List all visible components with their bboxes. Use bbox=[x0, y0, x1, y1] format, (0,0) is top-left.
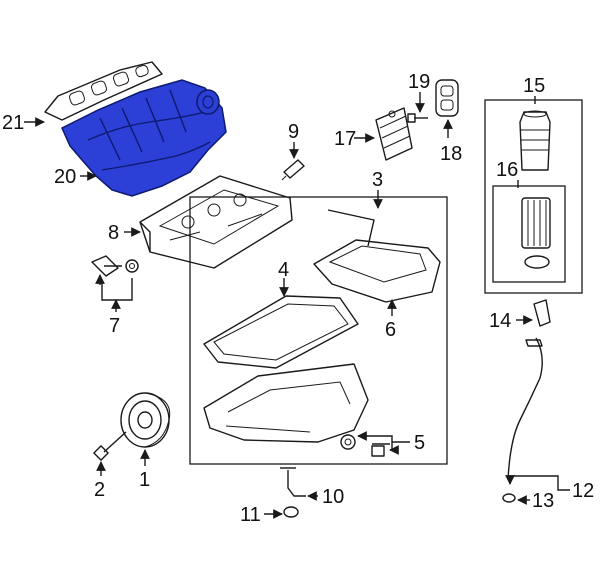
dipstick-handle[interactable] bbox=[533, 299, 551, 327]
callout-9: 9 bbox=[288, 121, 299, 143]
callout-15: 15 bbox=[523, 75, 545, 97]
callout-8: 8 bbox=[108, 222, 119, 244]
callout-17: 17 bbox=[334, 128, 356, 150]
callout-12: 12 bbox=[572, 480, 594, 502]
callout-14: 14 bbox=[489, 310, 511, 332]
control-module[interactable] bbox=[375, 107, 413, 161]
oil-filter-element[interactable] bbox=[521, 197, 551, 269]
intake-manifold-gasket[interactable] bbox=[44, 61, 163, 121]
callout-5: 5 bbox=[414, 432, 425, 454]
dipstick-tube[interactable] bbox=[507, 337, 543, 481]
callout-2: 2 bbox=[94, 479, 105, 501]
gasket-18[interactable] bbox=[435, 79, 459, 117]
callout-21: 21 bbox=[2, 112, 24, 134]
drain-plug-seal[interactable] bbox=[340, 434, 390, 457]
callout-16: 16 bbox=[496, 159, 518, 181]
pulley-bolt[interactable] bbox=[93, 431, 127, 461]
oil-pickup-tube[interactable] bbox=[280, 467, 306, 497]
callout-18: 18 bbox=[440, 143, 462, 165]
oil-pan-gasket[interactable] bbox=[203, 295, 359, 369]
oil-filter-housing[interactable] bbox=[519, 110, 551, 171]
intake-manifold[interactable] bbox=[61, 79, 227, 197]
oil-filter-group-frame bbox=[484, 99, 583, 294]
callout-6: 6 bbox=[385, 319, 396, 341]
callout-7: 7 bbox=[109, 315, 120, 337]
sensor-assembly[interactable] bbox=[91, 255, 139, 277]
callout-20: 20 bbox=[54, 166, 76, 188]
oil-pan-lower[interactable] bbox=[203, 363, 369, 443]
callout-4: 4 bbox=[278, 259, 289, 281]
callout-10: 10 bbox=[322, 486, 344, 508]
callout-1: 1 bbox=[139, 469, 150, 491]
cylinder-block-carrier[interactable] bbox=[139, 175, 293, 269]
callout-13: 13 bbox=[532, 490, 554, 512]
oil-pan-upper[interactable] bbox=[313, 209, 441, 303]
callout-19: 19 bbox=[408, 71, 430, 93]
oil-pan-group-frame bbox=[189, 196, 448, 465]
plug[interactable] bbox=[281, 159, 305, 181]
bolt-19[interactable] bbox=[407, 113, 428, 123]
callout-11: 11 bbox=[240, 504, 261, 526]
o-ring-13[interactable] bbox=[502, 493, 516, 503]
crankshaft-pulley[interactable] bbox=[120, 392, 171, 448]
seal-11[interactable] bbox=[283, 506, 299, 518]
callout-3: 3 bbox=[372, 169, 383, 191]
leader-lines bbox=[24, 92, 570, 519]
oil-filter-element-frame bbox=[492, 185, 566, 283]
